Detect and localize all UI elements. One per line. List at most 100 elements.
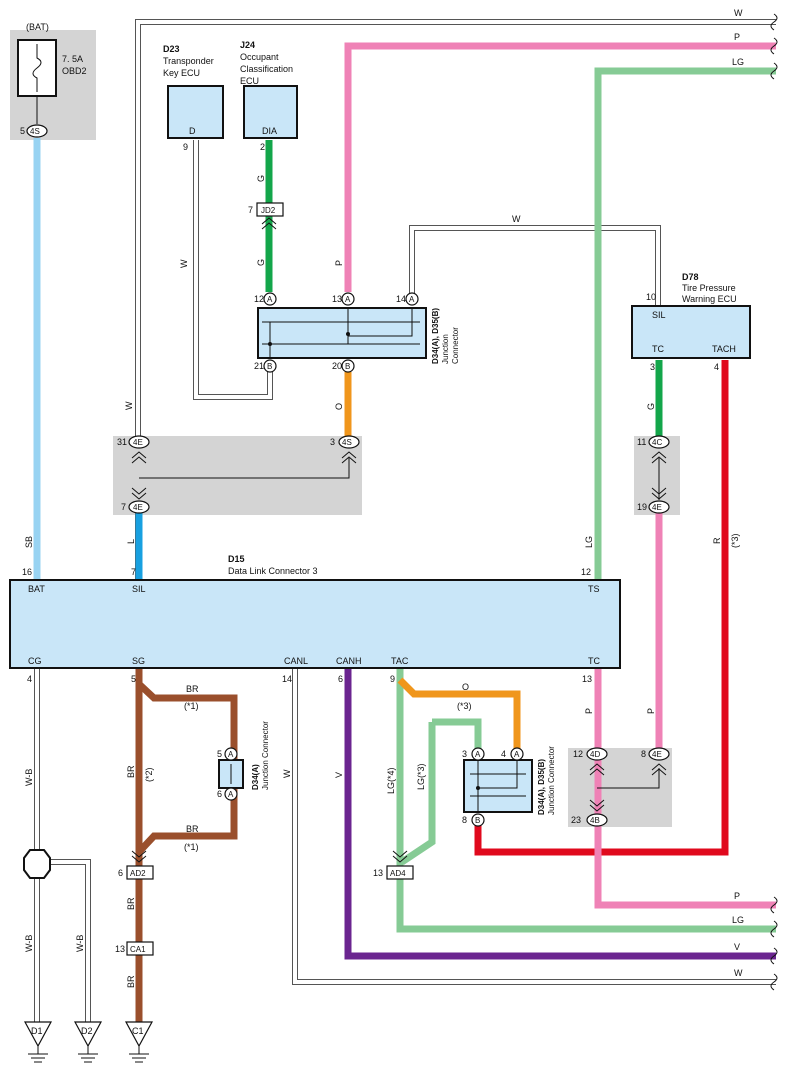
svg-text:31: 31 <box>117 437 127 447</box>
svg-text:P: P <box>734 32 740 42</box>
wire-w-canl <box>292 668 776 985</box>
svg-text:CA1: CA1 <box>130 945 146 954</box>
svg-text:D78: D78 <box>682 272 699 282</box>
svg-text:P: P <box>334 260 344 266</box>
connector-4d-12: 4D 12 <box>573 747 608 761</box>
svg-text:D15: D15 <box>228 554 245 564</box>
fuse-obd2: (BAT) 7. 5A OBD2 <box>17 22 87 97</box>
wire-p-top <box>344 42 776 292</box>
pin-cap-letter: A <box>228 790 234 799</box>
component-j24: J24 Occupant Classification ECU DIA 2 <box>240 40 298 152</box>
svg-text:LG(*4): LG(*4) <box>386 767 396 794</box>
pin-cap-jc_top-13 <box>341 292 355 306</box>
component-d23: D23 Transponder Key ECU D 9 <box>163 44 224 152</box>
svg-text:D34(A): D34(A) <box>251 764 260 790</box>
pin-cap-jc_mid-6 <box>224 787 238 801</box>
svg-text:13: 13 <box>373 868 383 878</box>
svg-text:ECU: ECU <box>240 76 259 86</box>
svg-text:SG: SG <box>132 656 145 666</box>
svg-text:TACH: TACH <box>712 344 736 354</box>
svg-text:4S: 4S <box>30 127 40 136</box>
svg-text:7: 7 <box>131 567 136 577</box>
svg-text:(*3): (*3) <box>730 533 740 548</box>
svg-text:P: P <box>734 891 740 901</box>
wire-v <box>344 668 776 960</box>
svg-text:4B: 4B <box>590 816 600 825</box>
svg-text:Transponder: Transponder <box>163 56 214 66</box>
svg-text:4: 4 <box>27 674 32 684</box>
svg-text:7: 7 <box>248 205 253 215</box>
svg-text:V: V <box>734 942 740 952</box>
svg-text:4E: 4E <box>652 750 662 759</box>
svg-text:TC: TC <box>652 344 664 354</box>
svg-text:4E: 4E <box>652 503 662 512</box>
svg-text:D23: D23 <box>163 44 180 54</box>
svg-text:Warning ECU: Warning ECU <box>682 294 737 304</box>
svg-text:Junction: Junction <box>441 334 450 364</box>
svg-text:SIL: SIL <box>652 310 666 320</box>
junction-connector-mid: D34(A) Junction Connector <box>218 721 270 790</box>
svg-text:TS: TS <box>588 584 600 594</box>
svg-text:V: V <box>334 772 344 778</box>
svg-text:12: 12 <box>581 567 591 577</box>
svg-text:5: 5 <box>131 674 136 684</box>
svg-text:6: 6 <box>338 674 343 684</box>
pin-cap-number: 13 <box>332 294 342 304</box>
svg-text:3: 3 <box>650 362 655 372</box>
connector-4c-11: 4C 11 <box>637 435 670 449</box>
pin-cap-number: 12 <box>254 294 264 304</box>
chevron-marks <box>131 217 667 863</box>
svg-text:4E: 4E <box>133 438 143 447</box>
svg-text:3: 3 <box>330 437 335 447</box>
svg-text:D34(A), D35(B): D34(A), D35(B) <box>431 308 440 364</box>
pin-cap-jc_mid-5 <box>224 747 238 761</box>
svg-text:BR: BR <box>126 897 136 910</box>
wire-wb-ground <box>34 668 91 1022</box>
svg-text:TC: TC <box>588 656 600 666</box>
svg-text:(*1): (*1) <box>184 701 199 711</box>
svg-text:W: W <box>124 401 134 410</box>
svg-text:W-B: W-B <box>75 935 85 952</box>
svg-text:Key ECU: Key ECU <box>163 68 200 78</box>
svg-text:W-B: W-B <box>24 935 34 952</box>
svg-text:5: 5 <box>20 126 25 136</box>
svg-text:Data Link Connector 3: Data Link Connector 3 <box>228 566 318 576</box>
svg-text:P: P <box>646 708 656 714</box>
pin-cap-letter: B <box>267 362 272 371</box>
pin-cap-number: 4 <box>501 749 506 759</box>
svg-text:DIA: DIA <box>262 126 277 136</box>
svg-text:CANL: CANL <box>284 656 308 666</box>
junction-connector-bottom: D34(A), D35(B) Junction Connector <box>463 746 556 815</box>
pin-cap-letter: B <box>345 362 350 371</box>
svg-text:G: G <box>646 403 656 410</box>
svg-text:4D: 4D <box>590 750 600 759</box>
pin-cap-number: 6 <box>217 789 222 799</box>
svg-text:W: W <box>179 259 189 268</box>
connector-jd2: JD2 7 <box>248 202 284 217</box>
wire-p-bottom <box>594 668 776 909</box>
svg-text:SB: SB <box>24 536 34 548</box>
wire-w-top <box>135 19 776 440</box>
svg-text:4S: 4S <box>342 438 352 447</box>
svg-text:G: G <box>256 175 266 182</box>
svg-text:9: 9 <box>390 674 395 684</box>
svg-text:G: G <box>256 259 266 266</box>
svg-text:13: 13 <box>115 944 125 954</box>
connector-ad2: AD2 6 <box>118 865 154 880</box>
wire-lg-bottom <box>396 668 776 933</box>
svg-text:Junction Connector: Junction Connector <box>547 746 556 815</box>
connector-4e-19: 4E 19 <box>637 500 670 514</box>
pin-cap-jc_top-14 <box>405 292 419 306</box>
component-d78: D78 Tire Pressure Warning ECU SIL 10 TC … <box>631 272 751 372</box>
svg-text:Classification: Classification <box>240 64 293 74</box>
fuse-source: (BAT) <box>26 22 49 32</box>
pin-cap-number: 14 <box>396 294 406 304</box>
svg-text:D: D <box>189 126 196 136</box>
svg-text:LG: LG <box>732 57 744 67</box>
fuse-rating: 7. 5A <box>62 54 83 64</box>
pin-cap-jc_top-12 <box>263 292 277 306</box>
connector-shade-4e <box>113 436 362 515</box>
svg-text:SIL: SIL <box>132 584 146 594</box>
svg-text:BAT: BAT <box>28 584 45 594</box>
